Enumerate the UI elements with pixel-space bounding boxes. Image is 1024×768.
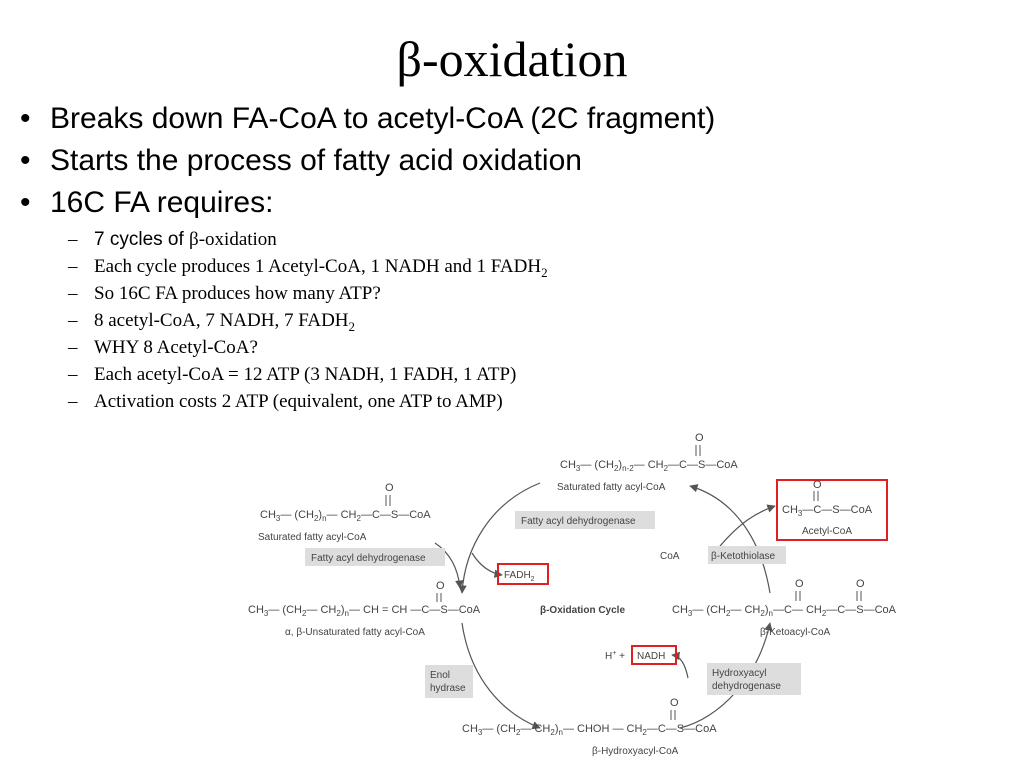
cycle-label: β-Oxidation Cycle bbox=[540, 605, 625, 616]
bullet-marker: • bbox=[20, 144, 31, 177]
acetyl-branch-arrow bbox=[719, 504, 776, 547]
hydroxyacyl-label: β-Hydroxyacyl-CoA bbox=[592, 746, 679, 757]
fadh-label: FADH2 bbox=[504, 570, 535, 583]
sub-bullet-item: –Each cycle produces 1 Acetyl-CoA, 1 NAD… bbox=[68, 253, 1010, 280]
enzyme-fatty-acyl-dehydrogenase-left: Fatty acyl dehydrogenase bbox=[311, 553, 426, 564]
formula-text: CH3— (CH2)n-2— CH2—C—S—CoA bbox=[560, 459, 738, 473]
sub-bullet-text: Each cycle produces 1 Acetyl-CoA, 1 NADH… bbox=[94, 256, 542, 277]
bullet-item: • 16C FA requires: bbox=[20, 184, 1010, 226]
sub-bullet-marker: – bbox=[68, 283, 78, 304]
sub-bullet-text: Activation costs 2 ATP (equivalent, one … bbox=[94, 391, 503, 412]
sub-bullet-text: WHY 8 Acetyl-CoA? bbox=[94, 337, 258, 358]
formula-text: CH3— (CH2— CH2)n— CHOH — CH2—C—S—CoA bbox=[462, 723, 717, 737]
acetyl-label: Acetyl-CoA bbox=[802, 526, 852, 537]
sub-bullet-text: Each acetyl-CoA = 12 ATP (3 NADH, 1 FADH… bbox=[94, 364, 517, 385]
sub-bullet-text: 8 acetyl-CoA, 7 NADH, 7 FADH bbox=[94, 310, 349, 331]
coa-label: CoA bbox=[660, 551, 680, 562]
oxygen-label: O bbox=[856, 578, 865, 590]
formula-text: CH3—C—S—CoA bbox=[782, 504, 873, 518]
bullet-text: Starts the process of fatty acid oxidati… bbox=[50, 144, 582, 177]
sub-bullet-text: β-oxidation bbox=[189, 229, 277, 250]
formula-text: CH3— (CH2— CH2)n— CH = CH —C—S—CoA bbox=[248, 604, 481, 618]
sub-bullet-item: –WHY 8 Acetyl-CoA? bbox=[68, 334, 1010, 361]
bullet-marker: • bbox=[20, 102, 31, 135]
saturated-top-label: Saturated fatty acyl-CoA bbox=[557, 482, 666, 493]
oxygen-label: O bbox=[385, 482, 394, 494]
formula-text: CH3— (CH2— CH2)n—C— CH2—C—S—CoA bbox=[672, 604, 897, 618]
sub-bullet-item: –7 cycles of β-oxidation bbox=[68, 226, 1010, 253]
oxygen-label: O bbox=[670, 697, 679, 709]
fadh-branch-arrow bbox=[471, 552, 503, 578]
enzyme-box bbox=[707, 663, 801, 695]
bullet-text: 16C FA requires: bbox=[50, 186, 274, 219]
left-formula-1: CH3— (CH2)n— CH2—C—S—CoA O Saturated fat… bbox=[258, 482, 431, 543]
cycle-arc-right-top bbox=[689, 484, 771, 594]
bullet-list: • Breaks down FA-CoA to acetyl-CoA (2C fr… bbox=[20, 100, 1010, 415]
left-formula-2: CH3— (CH2— CH2)n— CH = CH —C—S—CoA O α, … bbox=[248, 580, 481, 638]
entry-arrow bbox=[434, 542, 464, 589]
nadh-label: NADH bbox=[637, 651, 665, 662]
sub-bullet-marker: – bbox=[68, 337, 78, 358]
unsaturated-label: α, β-Unsaturated fatty acyl-CoA bbox=[285, 627, 425, 638]
slide-title: β-oxidation bbox=[396, 31, 628, 87]
ketoacyl-label: β-Ketoacyl-CoA bbox=[760, 627, 831, 638]
formula-text: CH3— (CH2)n— CH2—C—S—CoA bbox=[260, 509, 431, 523]
sub-bullet-container: –7 cycles of β-oxidation –Each cycle pro… bbox=[20, 226, 1010, 415]
sub-bullet-item: –8 acetyl-CoA, 7 NADH, 7 FADH2 bbox=[68, 307, 1010, 334]
enzyme-hydroxyacyl-dehydrogenase-1: Hydroxyacyl bbox=[712, 668, 766, 679]
sub-bullet-marker: – bbox=[68, 364, 78, 385]
sub-bullet-item: –Each acetyl-CoA = 12 ATP (3 NADH, 1 FAD… bbox=[68, 361, 1010, 388]
sub-bullet-marker: – bbox=[68, 256, 78, 277]
subscript: 2 bbox=[541, 264, 548, 280]
bullet-marker: • bbox=[20, 186, 31, 219]
enzyme-hydroxyacyl-dehydrogenase-2: dehydrogenase bbox=[712, 681, 781, 692]
saturated-left-label: Saturated fatty acyl-CoA bbox=[258, 532, 367, 543]
acetyl-formula: CH3—C—S—CoA O Acetyl-CoA bbox=[782, 479, 873, 537]
oxygen-label: O bbox=[436, 580, 445, 592]
enzyme-enol-hydrase-1: Enol bbox=[430, 670, 450, 681]
oxygen-label: O bbox=[813, 479, 822, 491]
enzyme-box bbox=[425, 665, 473, 698]
bullet-item: • Breaks down FA-CoA to acetyl-CoA (2C fr… bbox=[20, 100, 1010, 142]
enzyme-box bbox=[708, 546, 786, 564]
fadh-highlight-box bbox=[497, 563, 549, 585]
enzyme-enol-hydrase-2: hydrase bbox=[430, 683, 466, 694]
bullet-text: Breaks down FA-CoA to acetyl-CoA (2C fra… bbox=[50, 102, 716, 135]
sub-bullet-marker: – bbox=[68, 229, 78, 250]
oxygen-label: O bbox=[695, 432, 704, 444]
nadh-branch-arrow bbox=[671, 651, 689, 679]
sub-bullet-list: –7 cycles of β-oxidation –Each cycle pro… bbox=[20, 226, 1010, 415]
bottom-formula: CH3— (CH2— CH2)n— CHOH — CH2—C—S—CoA O β… bbox=[462, 697, 717, 757]
right-formula: CH3— (CH2— CH2)n—C— CH2—C—S—CoA O O β-Ke… bbox=[672, 578, 897, 638]
bullet-item: • Starts the process of fatty acid oxidat… bbox=[20, 142, 1010, 184]
sub-bullet-marker: – bbox=[68, 310, 78, 331]
enzyme-ketothiolase: β-Ketothiolase bbox=[711, 551, 776, 562]
cycle-arc-top-left bbox=[458, 482, 541, 594]
subscript: 2 bbox=[348, 318, 356, 334]
sub-bullet-prefix: 7 cycles of bbox=[94, 229, 190, 250]
oxygen-label: O bbox=[795, 578, 804, 590]
hplus-label: H+ + bbox=[605, 650, 625, 662]
cycle-arc-left-bottom bbox=[461, 622, 541, 730]
sub-bullet-marker: – bbox=[68, 391, 78, 412]
top-formula: CH3— (CH2)n-2— CH2—C—S—CoA O Saturated f… bbox=[557, 432, 738, 493]
enzyme-box bbox=[305, 548, 445, 566]
enzyme-box bbox=[515, 511, 655, 529]
nadh-highlight-box bbox=[631, 645, 677, 665]
enzyme-fatty-acyl-dehydrogenase-top: Fatty acyl dehydrogenase bbox=[521, 516, 636, 527]
sub-bullet-item: –Activation costs 2 ATP (equivalent, one… bbox=[68, 388, 1010, 415]
beta-oxidation-diagram: CH3— (CH2)n-2— CH2—C—S—CoA O Saturated f… bbox=[248, 432, 897, 757]
sub-bullet-item: –So 16C FA produces how many ATP? bbox=[68, 280, 1010, 307]
acetyl-highlight-box bbox=[776, 479, 888, 541]
sub-bullet-text: So 16C FA produces how many ATP? bbox=[94, 283, 381, 304]
